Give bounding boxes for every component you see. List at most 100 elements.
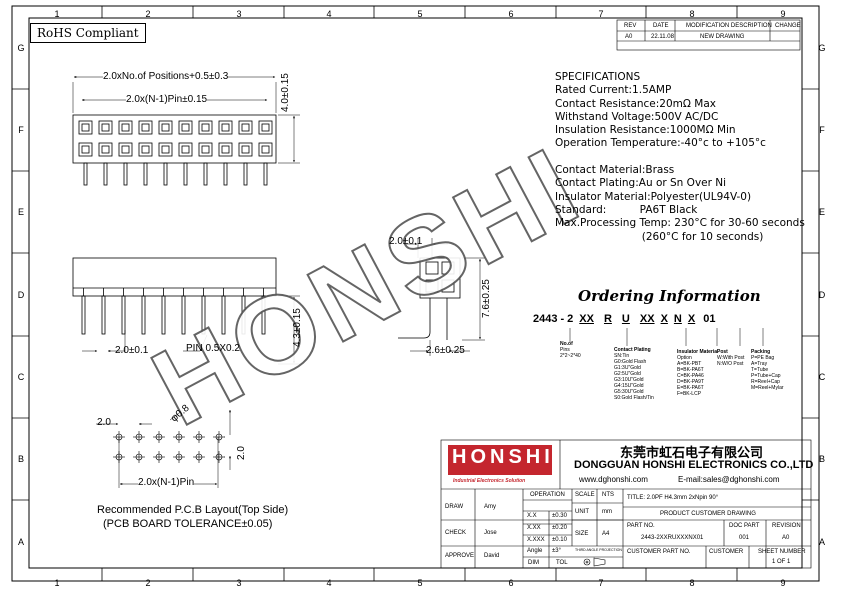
- ordering-note-line: E=BK-PA6T: [677, 385, 704, 391]
- frame-column-label: 6: [508, 578, 513, 588]
- contact-cavity: [138, 120, 153, 135]
- ordering-leaders: [569, 328, 764, 346]
- top-pin: [83, 162, 88, 186]
- company-cn: 东莞市虹石电子有限公司: [620, 445, 764, 460]
- spec-line: (260°C for 10 seconds): [555, 230, 764, 243]
- spec-line: Max.Processing Temp: 230°C for 30-60 sec…: [555, 217, 805, 230]
- ordering-note-line: D=BK-PA9T: [677, 379, 704, 385]
- top-pin: [123, 162, 128, 186]
- dim-height: 4.0±0.15: [280, 73, 291, 112]
- ordering-note-line: T=Tube: [751, 367, 769, 373]
- contact-cavity-inner: [241, 123, 250, 132]
- revision-table: [616, 19, 801, 51]
- ordering-note-line: P=Tube+Cap: [751, 373, 781, 379]
- ordering-note-line: G5:30U"Gold: [614, 389, 644, 395]
- size-value: A4: [602, 531, 610, 537]
- front-pin: [121, 295, 126, 335]
- contact-cavity-inner: [101, 145, 110, 154]
- contact-cavity: [238, 142, 253, 157]
- frame-column-label: 9: [780, 9, 785, 19]
- contact-cavity-inner: [181, 145, 190, 154]
- check-name: Jose: [484, 530, 497, 536]
- contact-cavity: [98, 142, 113, 157]
- dim-pcb-span: 2.0x(N-1)Pin: [138, 477, 195, 488]
- frame-row-label: D: [819, 290, 826, 300]
- ordering-note-line: A=Tray: [751, 361, 768, 367]
- ordering-code-segment: 2: [567, 313, 574, 325]
- ordering-note-line: P=PE Bag: [751, 355, 775, 361]
- ordering-code-segment: N: [673, 313, 682, 325]
- contact-cavity-inner: [161, 145, 170, 154]
- dim-pitch-bottom: 2.0±0.1: [115, 345, 149, 356]
- frame-row-label: F: [819, 125, 825, 135]
- ordering-note-line: Post: [717, 349, 728, 355]
- contact-cavity-inner: [221, 145, 230, 154]
- unit-label: UNIT: [575, 509, 589, 515]
- dim-pin-span: 2.0x(N-1)Pin±0.15: [126, 94, 208, 105]
- ordering-code-segment: -: [560, 313, 565, 325]
- tolerance-dim: Angle: [527, 548, 543, 554]
- pcb-caption-2: (PCB BOARD TOLERANCE±0.05): [103, 518, 273, 530]
- ordering-note-line: G1:3U"Gold: [614, 365, 641, 371]
- contact-cavity: [98, 120, 113, 135]
- contact-cavity-inner: [221, 123, 230, 132]
- logo-subtitle: Industrial Electronics Solution: [453, 478, 526, 484]
- contact-cavity: [118, 142, 133, 157]
- sheet-label: SHEET NUMBER: [758, 549, 806, 555]
- contact-cavity: [158, 120, 173, 135]
- revision-value: A0: [782, 535, 790, 541]
- top-pin: [143, 162, 148, 186]
- sheet-value: 1 OF 1: [772, 559, 791, 565]
- dim-pin-size: PIN 0.5X0.2: [186, 343, 240, 354]
- contact-cavity: [118, 120, 133, 135]
- part-no-label: PART NO.: [627, 523, 655, 529]
- logo-block: [448, 445, 552, 475]
- contact-cavity-inner: [241, 145, 250, 154]
- draw-label: DRAW: [445, 504, 464, 510]
- ordering-note-line: Insulator Material: [677, 349, 719, 355]
- rev-header: REV: [624, 23, 637, 29]
- top-pin: [203, 162, 208, 186]
- spec-line: Standard: PA6T Black: [555, 203, 698, 216]
- ordering-note-line: F=BK-LCP: [677, 391, 702, 397]
- front-pin: [141, 295, 146, 335]
- ordering-code-segment: 01: [703, 313, 716, 325]
- contact-cavity-inner: [141, 123, 150, 132]
- spec-line: Contact Resistance:20mΩ Max: [555, 97, 716, 110]
- front-pin: [81, 295, 86, 335]
- ordering-note-line: Pins: [560, 347, 570, 353]
- frame-column-label: 4: [326, 578, 331, 588]
- title-block: [440, 439, 812, 569]
- contact-cavity-inner: [201, 123, 210, 132]
- spec-line: Rated Current:1.5AMP: [555, 84, 672, 97]
- top-pin: [163, 162, 168, 186]
- ordering-note-line: Contact Plating: [614, 347, 651, 353]
- ordering-code-segment: XX: [639, 313, 655, 325]
- tolerance-dim: X.X: [527, 513, 537, 519]
- frame-row-label: G: [17, 43, 24, 53]
- tolerance-dim: X.XX: [527, 525, 541, 531]
- contact-cavity: [178, 120, 193, 135]
- tolerance-value: ±0.30: [552, 513, 567, 519]
- ordering-code-segment: 2443: [533, 313, 558, 325]
- frame-row-label: A: [819, 537, 825, 547]
- contact-cavity: [158, 142, 173, 157]
- frame-row-label: C: [18, 372, 25, 382]
- ordering-note-line: S0:Gold Flash/Tin: [614, 395, 654, 401]
- modification-value: NEW DRAWING: [700, 34, 745, 40]
- contact-cavity-inner: [101, 123, 110, 132]
- tolerance-dim: X.XXX: [527, 537, 545, 543]
- ordering-note-line: G0:Gold Flash: [614, 359, 647, 365]
- doc-part-value: 001: [739, 535, 750, 541]
- contact-cavity-inner: [81, 123, 90, 132]
- date-value: 22.11.08: [651, 34, 674, 40]
- contact-cavity: [258, 142, 273, 157]
- contact-cavity-inner: [161, 123, 170, 132]
- doc-part-label: DOC PART: [729, 523, 760, 529]
- revision-label: REVISION: [772, 523, 801, 529]
- front-view: [72, 257, 300, 365]
- contact-cavity: [218, 142, 233, 157]
- tolerance-value: ±0.10: [552, 537, 567, 543]
- top-pin: [223, 162, 228, 186]
